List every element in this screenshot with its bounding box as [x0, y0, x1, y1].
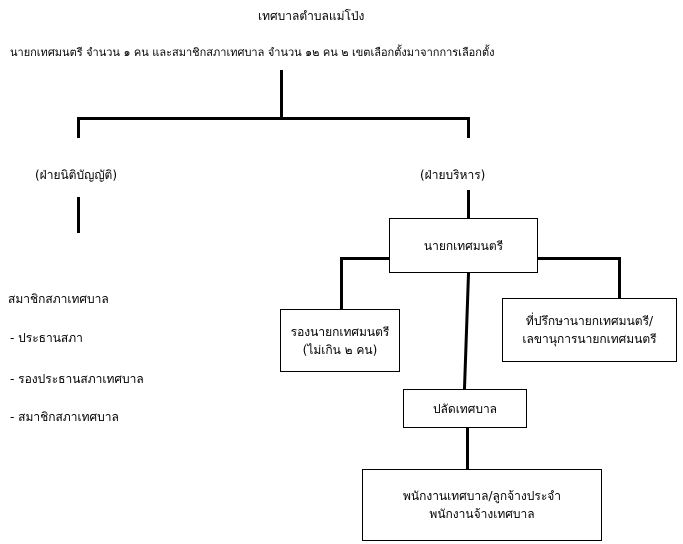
connector-executive-down	[467, 190, 470, 219]
executive-branch-label: (ฝ่ายบริหาร)	[420, 168, 486, 182]
mayor-label: นายกเทศมนตรี	[423, 238, 504, 253]
council-item: - รองประธานสภาเทศบาล	[10, 372, 144, 386]
council-item: - สมาชิกสภาเทศบาล	[10, 410, 119, 424]
connector-deputy-drop	[340, 257, 343, 310]
deputy-mayor-limit: (ไม่เกิน ๒ คน)	[302, 342, 378, 357]
connector-advisor-drop	[618, 257, 621, 299]
deputy-mayor-box: รองนายกเทศมนตรี (ไม่เกิน ๒ คน)	[280, 309, 400, 372]
council-heading: สมาชิกสภาเทศบาล	[8, 292, 109, 306]
connector-clerk-drop	[462, 272, 471, 390]
advisor-label: ที่ปรึกษานายกเทศมนตรี/	[525, 314, 654, 328]
municipal-clerk-box: ปลัดเทศบาล	[403, 389, 527, 428]
secretary-label: เลขานุการนายกเทศมนตรี	[522, 332, 657, 346]
municipal-staff-box: พนักงานเทศบาล/ลูกจ้างประจำ พนักงานจ้างเท…	[362, 469, 602, 541]
connector-root-down	[280, 70, 283, 118]
mayor-box: นายกเทศมนตรี	[389, 218, 538, 273]
page-title: เทศบาลตำบลแม่โป่ง	[258, 9, 365, 23]
composition-description: นายกเทศมนตรี จำนวน ๑ คน และสมาชิกสภาเทศบ…	[10, 46, 495, 59]
municipal-clerk-label: ปลัดเทศบาล	[432, 401, 498, 416]
advisor-secretary-box: ที่ปรึกษานายกเทศมนตรี/ เลขานุการนายกเทศม…	[502, 298, 677, 362]
deputy-mayor-label: รองนายกเทศมนตรี	[290, 324, 390, 339]
connector-branch-horizontal	[77, 117, 469, 120]
contract-staff-label: พนักงานจ้างเทศบาล	[429, 507, 535, 521]
council-item: - ประธานสภา	[10, 331, 83, 345]
connector-legislative-down	[77, 197, 80, 233]
connector-staff-drop	[466, 428, 469, 470]
connector-legislative-drop	[77, 117, 80, 138]
connector-executive-drop	[467, 117, 470, 138]
staff-label: พนักงานเทศบาล/ลูกจ้างประจำ	[402, 489, 562, 503]
legislative-branch-label: (ฝ่ายนิติบัญญัติ)	[35, 168, 118, 182]
